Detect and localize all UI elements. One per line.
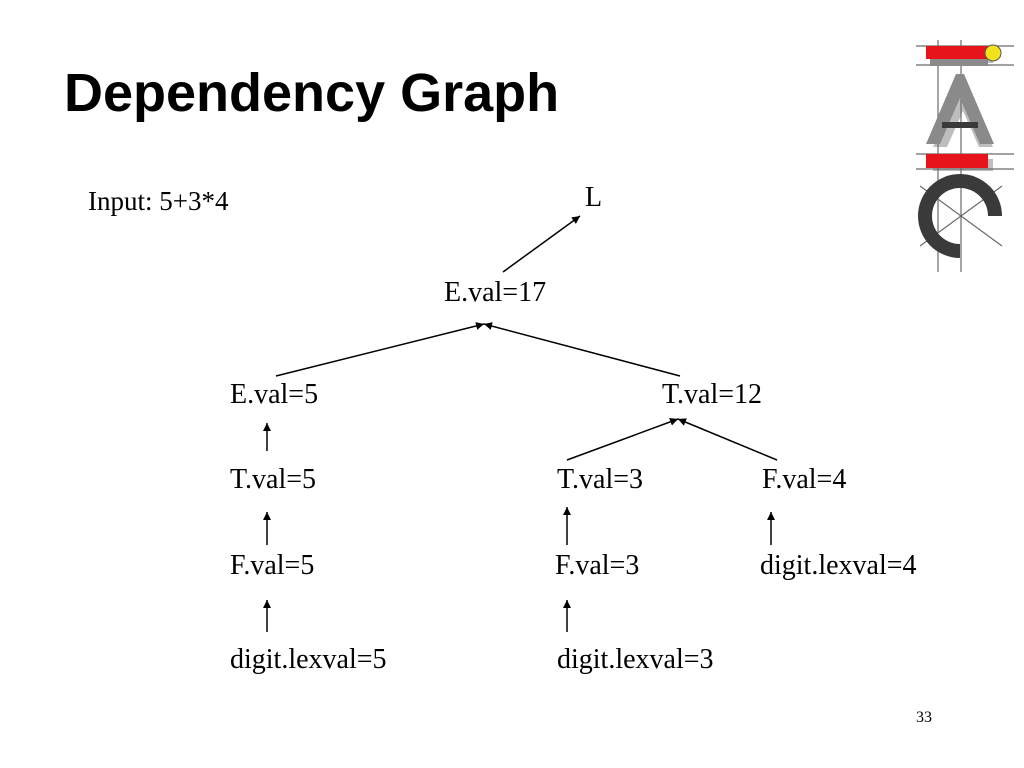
input-expression: Input: 5+3*4 bbox=[88, 186, 229, 216]
logo-a-crossbar bbox=[942, 122, 978, 128]
graph-node: E.val=17 bbox=[444, 277, 547, 308]
dependency-arrow-F4-to-T12 bbox=[677, 418, 778, 461]
graph-node: digit.lexval=5 bbox=[230, 644, 387, 675]
graph-node: E.val=5 bbox=[230, 379, 319, 410]
slide-title: Dependency Graph bbox=[64, 63, 560, 123]
graph-node: T.val=3 bbox=[557, 464, 644, 495]
dependency-arrow-T12-to-E17 bbox=[483, 322, 681, 377]
logo-red-bar-top bbox=[926, 46, 988, 59]
dependency-arrow-E5-to-E17 bbox=[275, 322, 485, 377]
page-number: 33 bbox=[916, 709, 932, 726]
graph-node: F.val=4 bbox=[762, 464, 847, 495]
graph-node: F.val=3 bbox=[555, 550, 640, 581]
dependency-arrow-E17-to-L bbox=[502, 215, 581, 273]
graph-node: digit.lexval=4 bbox=[760, 550, 917, 581]
graph-node: digit.lexval=3 bbox=[557, 644, 714, 675]
graph-node: F.val=5 bbox=[230, 550, 315, 581]
graph-node: L bbox=[585, 182, 603, 213]
logo-red-bar-middle bbox=[926, 154, 988, 168]
logo-yellow-dot bbox=[984, 44, 1002, 62]
logo-letter-c bbox=[918, 174, 1002, 258]
dependency-arrow-T3-to-T12 bbox=[566, 418, 679, 461]
iaic-logo-icon bbox=[916, 40, 1014, 272]
graph-node: T.val=12 bbox=[662, 379, 763, 410]
logo-i-stem bbox=[930, 59, 988, 66]
graph-node: T.val=5 bbox=[230, 464, 317, 495]
